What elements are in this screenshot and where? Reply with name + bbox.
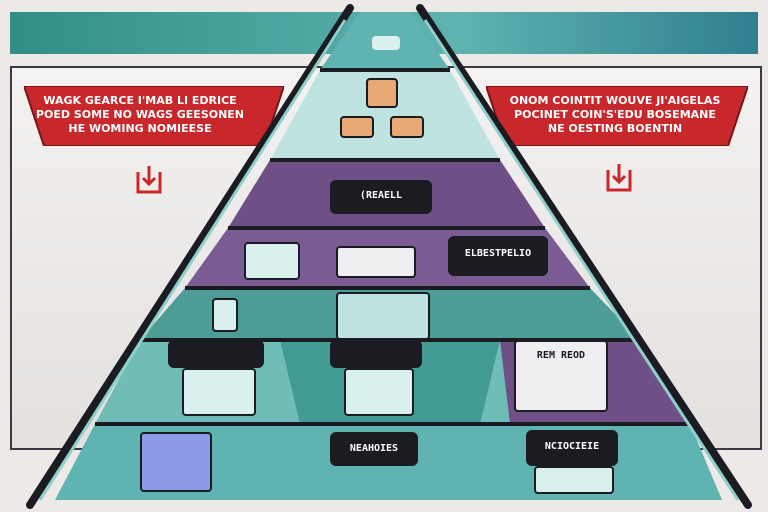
tier4-unit-center xyxy=(336,246,416,278)
left-banner-line2: POED SOME NO WAGS GEESONEN xyxy=(35,108,245,121)
right-banner-line1: ONOM COINTIT WOUVE JI'AIGELAS xyxy=(509,94,721,107)
left-banner-text: WAGK GEARCE I'MAB LI EDRICE POED SOME NO… xyxy=(30,86,250,144)
top-cap xyxy=(372,36,400,50)
tier4-card-label: ELBESTPELIO xyxy=(464,248,532,259)
cylinder-top xyxy=(366,78,398,108)
pyramid-tier-2 xyxy=(270,70,500,160)
tier6-machine-left-top xyxy=(168,340,264,368)
right-banner-line3: NE OESTING BOENTIN xyxy=(547,122,683,135)
left-banner xyxy=(24,86,284,146)
left-banner-line3: HE WOMING NOMIEESE xyxy=(68,122,212,135)
tier4-card-right: ELBESTPELIO xyxy=(448,236,548,276)
tier7-right-label: NCIOCIEIE xyxy=(544,441,600,452)
tier6-machine-right: REM REOD xyxy=(514,340,608,412)
right-banner-text: ONOM COINTIT WOUVE JI'AIGELAS POCINET CO… xyxy=(500,86,730,144)
tier6-machine-left-body xyxy=(182,368,256,416)
tier6-machine-center-top xyxy=(330,340,422,368)
right-banner-line2: POCINET COIN'S'EDU BOSEMANE xyxy=(514,108,716,121)
cylinder-left xyxy=(340,116,374,138)
return-arrow-icon xyxy=(136,166,162,194)
tier5-unit-left xyxy=(212,298,238,332)
tier3-card: (REAELL xyxy=(330,180,432,214)
tier5-unit-center xyxy=(336,292,430,340)
left-banner-line1: WAGK GEARCE I'MAB LI EDRICE xyxy=(43,94,237,107)
tier7-card-center: NEAHOIES xyxy=(330,432,418,466)
tier6-machine-center-body xyxy=(344,368,414,416)
tier4-unit-left xyxy=(244,242,300,280)
tier7-unit-right xyxy=(534,466,614,494)
cylinder-right xyxy=(390,116,424,138)
return-arrow-icon xyxy=(606,164,632,192)
tier7-card-right: NCIOCIEIE xyxy=(526,430,618,466)
tier3-card-label: (REAELL xyxy=(359,190,403,201)
tier6-right-label: REM REOD xyxy=(536,350,586,361)
tier7-unit-left xyxy=(140,432,212,492)
tier7-center-label: NEAHOIES xyxy=(349,443,399,454)
